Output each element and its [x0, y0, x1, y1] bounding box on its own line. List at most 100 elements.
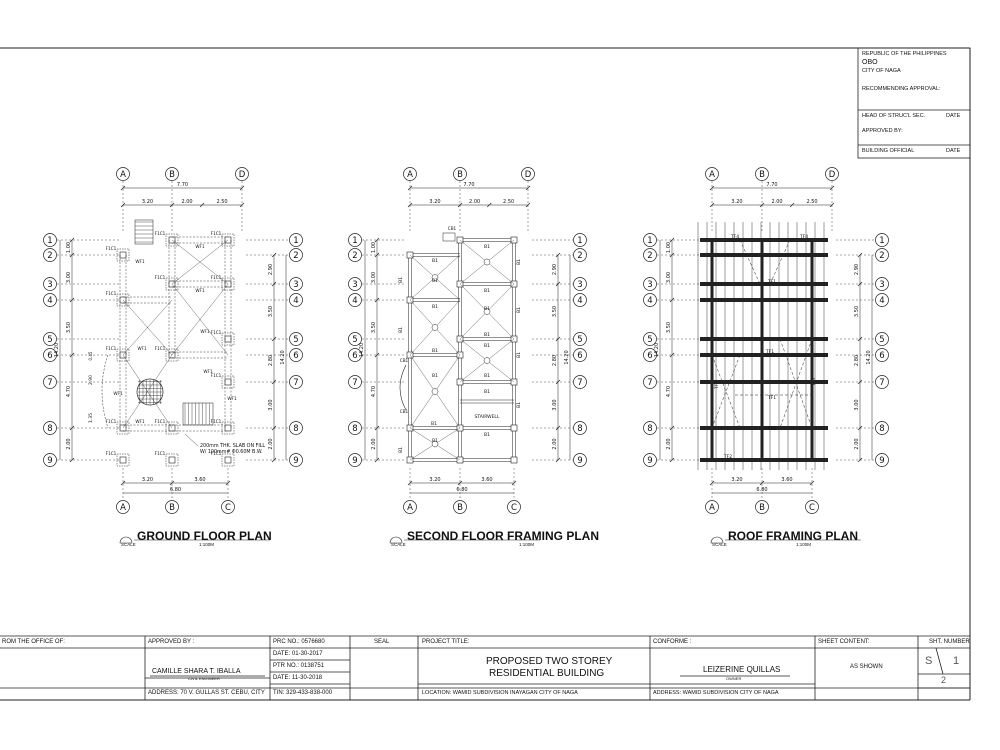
ground-floor-title: GROUND FLOOR PLAN SCALE 1:100M — [121, 529, 272, 547]
dim-bottom-1: 3.60 — [781, 477, 792, 483]
footing-label: F1C1 — [211, 419, 222, 424]
ptr-date: DATE: 11-30-2018 — [273, 675, 323, 681]
dim-top-2: 2.50 — [806, 199, 817, 205]
grid-bubble-left-4-label: 4 — [47, 296, 52, 306]
grid-bubble-right-7-circle — [289, 375, 303, 389]
dim-tick — [407, 480, 413, 486]
stairwell-label: STAIRWELL — [475, 414, 500, 420]
grid-bubble-bottom-A-circle — [403, 500, 417, 514]
footing-0 — [116, 248, 130, 262]
truss-line — [810, 240, 814, 460]
ground-floor-title-text: GROUND FLOOR PLAN — [137, 529, 272, 543]
grid-bubble-right-7-label: 7 — [577, 378, 582, 388]
engineer-role: CIVIL ENGINEER — [188, 676, 220, 681]
dim-tick — [120, 480, 126, 486]
wf1-label: WF1 — [227, 396, 237, 401]
column-9 — [224, 378, 232, 386]
grid-bubble-left-8-circle — [43, 421, 57, 435]
grid-bubble-left-4-circle — [348, 293, 362, 307]
grid-bubble-right-8-label: 8 — [293, 424, 298, 434]
grid-bubble-bottom-B-circle — [453, 500, 467, 514]
grid-bubble-bottom-C-circle — [507, 500, 521, 514]
dim-bottom-0: 3.20 — [429, 477, 440, 483]
beam-label: B1 — [484, 306, 490, 312]
from-office-label: ROM THE OFFICE OF: — [2, 639, 65, 645]
tf4-label-2: TF4 — [799, 234, 808, 240]
wf1-label: WF1 — [195, 244, 205, 249]
truss-line — [710, 240, 714, 460]
grid-bubble-left-7-label: 7 — [47, 378, 52, 388]
grid-bubble-left-8-label: 8 — [352, 424, 357, 434]
grid-bubble-left-9-label: 9 — [47, 456, 52, 466]
dim-tick — [789, 202, 795, 208]
footing-label: F1C1 — [155, 275, 166, 280]
grid-bubble-left-6-label: 6 — [647, 351, 652, 361]
roof-girder — [700, 458, 828, 462]
project-title-line-2: RESIDENTIAL BUILDING — [489, 668, 605, 679]
grid-bubble-bottom-C-label: C — [225, 503, 231, 513]
beam-label: B1 — [432, 438, 438, 444]
slab-diagonal — [171, 239, 229, 285]
slab-mark-0 — [431, 274, 439, 281]
dim-tick — [69, 252, 75, 258]
dim-right-total: 14.20 — [280, 350, 286, 364]
grid-bubble-right-1-circle — [573, 233, 587, 247]
wf1-label: WF1 — [137, 346, 147, 351]
dim-right-3: 3.00 — [268, 399, 274, 410]
cb1-label-3: CB1 — [400, 409, 409, 414]
seal-label: SEAL — [374, 639, 390, 645]
grid-bubble-left-4-label: 4 — [647, 296, 652, 306]
tf1-label: TF1 — [765, 349, 774, 355]
tin-number: TIN: 329-433-838-000 — [273, 690, 333, 696]
footing-9 — [221, 375, 235, 389]
roof-girder — [700, 282, 828, 286]
dim-left-1: 3.00 — [371, 272, 377, 283]
dim-tick — [271, 425, 277, 431]
dim-tick — [669, 457, 675, 463]
owner-name: LEIZERINE QUILLAS — [703, 665, 781, 674]
tf1-label: TF1 — [767, 426, 776, 432]
dim-right-1: 3.50 — [854, 306, 860, 317]
beam-label: B1 — [398, 277, 404, 283]
grid-bubble-top-B-label: B — [169, 170, 175, 180]
grid-bubble-left-9-circle — [643, 453, 657, 467]
footing-12 — [221, 421, 235, 435]
grid-bubble-top-B-label: B — [457, 170, 463, 180]
beam-label: B1 — [431, 421, 437, 427]
grid-bubble-top-D-label: D — [829, 170, 836, 180]
curved-footing — [101, 354, 109, 429]
grid-bubble-left-7-label: 7 — [352, 378, 357, 388]
grid-bubble-left-8-label: 8 — [47, 424, 52, 434]
grid-bubble-right-3-label: 3 — [879, 280, 884, 290]
roof-girder — [700, 337, 828, 341]
footing-7 — [165, 348, 179, 362]
dim-left-total: 14.20 — [54, 343, 60, 357]
dim-left-2: 3.50 — [66, 322, 72, 333]
dim-left-3: 4.70 — [66, 386, 72, 397]
footing-13 — [116, 453, 130, 467]
grid-bubble-bottom-A-circle — [705, 500, 719, 514]
hip-line — [711, 354, 741, 429]
dim-top-0: 3.20 — [731, 199, 742, 205]
grid-bubble-top-B-label: B — [759, 170, 765, 180]
ptr-number: PTR NO.: 0138751 — [273, 663, 325, 669]
grid-bubble-bottom-A-label: A — [709, 503, 715, 513]
footing-label: F1C1 — [106, 419, 117, 424]
grid-bubble-left-8-circle — [643, 421, 657, 435]
roof-girder — [700, 238, 828, 242]
tf2-label: TF2 — [723, 454, 732, 460]
small-dim-2: 0.45 — [88, 351, 93, 360]
dim-left-2: 3.50 — [371, 322, 377, 333]
dim-tick — [69, 237, 75, 243]
dim-tick — [407, 202, 413, 208]
dim-tick — [857, 281, 863, 287]
dim-tick — [374, 297, 380, 303]
dim-top-1: 2.00 — [469, 199, 480, 205]
grid-bubble-left-3-circle — [348, 277, 362, 291]
truss-line — [760, 240, 764, 460]
grid-bubble-left-1-circle — [348, 233, 362, 247]
grid-bubble-left-9-label: 9 — [352, 456, 357, 466]
grid-bubble-left-6-circle — [43, 348, 57, 362]
